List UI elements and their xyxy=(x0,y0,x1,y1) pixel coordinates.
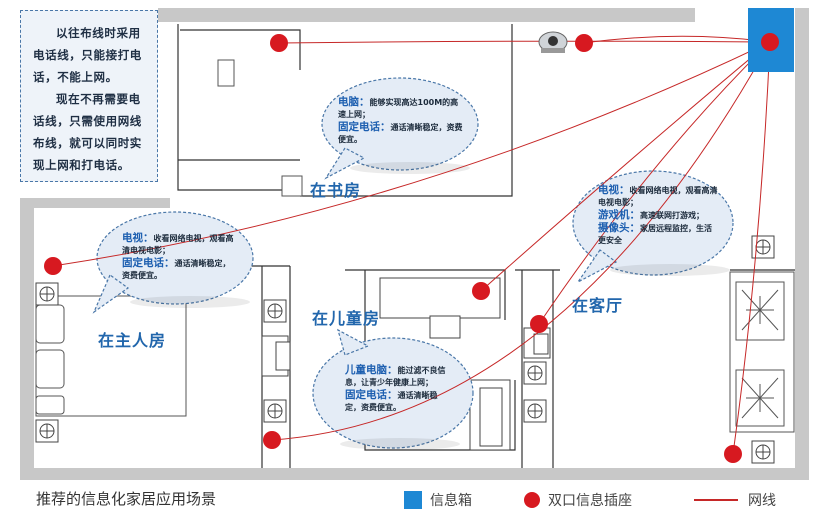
figure-caption: 推荐的信息化家居应用场景 xyxy=(36,490,217,508)
info-note: 以往布线时采用电话线，只能接打电话，不能上网。 现在不再需要电话线，只需使用网线… xyxy=(20,10,158,182)
room-label-child: 在儿童房 xyxy=(312,309,381,328)
keyword: 电视： xyxy=(598,184,630,196)
note-paragraph: 现在不再需要电话线，只需使用网线布线，就可以同时实现上网和打电话。 xyxy=(33,92,142,172)
desc: 收看网络电视，观看高清电视电影； xyxy=(598,186,718,207)
info-socket xyxy=(575,34,593,52)
legend-socket: 双口信息插座 xyxy=(524,488,632,512)
bubble-living xyxy=(572,170,734,276)
keyword: 电脑： xyxy=(338,96,370,108)
bubble-text-child: 儿童电脑：能过滤不良信息，让青少年健康上网； 固定电话：通话清晰稳定，资费便宜。 xyxy=(345,364,451,414)
info-socket xyxy=(44,257,62,275)
bubble-master xyxy=(96,211,254,305)
cable-line xyxy=(538,41,771,325)
desc: 通话清晰稳定，资费便宜。 xyxy=(122,259,231,280)
legend-socket-swatch xyxy=(524,492,540,508)
desc: 通话清晰稳定，资费便宜。 xyxy=(338,123,463,144)
keyword: 固定电话： xyxy=(338,121,391,133)
outlet-icon xyxy=(523,361,547,385)
sofa xyxy=(729,271,795,433)
outlet-icon xyxy=(263,299,287,323)
info-sockets xyxy=(44,33,779,463)
keyword: 游戏机： xyxy=(598,209,640,221)
cable-line xyxy=(52,41,771,267)
desc: 收看网络电视，观看高清电视电影； xyxy=(122,234,234,255)
bubble-text-living: 电视：收看网络电视，观看高清电视电影； 游戏机：高速联网打游戏； 摄像头：家居远… xyxy=(598,184,718,247)
desc: 家居远程监控，生活更安全 xyxy=(598,224,712,245)
keyword: 固定电话： xyxy=(345,389,398,401)
legend-label: 信息箱 xyxy=(430,493,472,509)
desc: 通话清晰稳定，资费便宜。 xyxy=(345,391,438,412)
camera-icon xyxy=(538,31,568,53)
legend-cable-swatch xyxy=(694,499,738,501)
outlet-icon xyxy=(263,399,287,423)
outlet-icon xyxy=(751,440,775,464)
room-label-master: 在主人房 xyxy=(98,331,167,350)
desc: 高速联网打游戏； xyxy=(640,211,704,220)
master-bed xyxy=(35,295,187,417)
room-label-living: 在客厅 xyxy=(572,296,624,315)
keyword: 儿童电脑： xyxy=(345,364,398,376)
desc: 能过滤不良信息，让青少年健康上网； xyxy=(345,366,446,387)
legend-label: 网线 xyxy=(748,493,776,509)
legend-label: 双口信息插座 xyxy=(548,493,632,509)
desc: 能够实现高达100M的高速上网； xyxy=(338,98,459,119)
wall-outlets xyxy=(35,235,775,464)
cable-line xyxy=(278,40,771,44)
keyword: 电视： xyxy=(122,232,154,244)
info-socket xyxy=(761,33,779,51)
outlet-icon xyxy=(523,399,547,423)
cable-line xyxy=(732,41,771,455)
outlet-icon xyxy=(35,282,59,306)
info-socket xyxy=(724,445,742,463)
cable-line xyxy=(480,41,771,292)
keyword: 固定电话： xyxy=(122,257,175,269)
bubble-shadows xyxy=(130,162,730,450)
bubble-study xyxy=(321,77,479,171)
info-socket xyxy=(263,431,281,449)
walls xyxy=(20,8,809,480)
note-paragraph: 以往布线时采用电话线，只能接打电话，不能上网。 xyxy=(33,26,142,84)
info-socket xyxy=(270,34,288,52)
speech-bubbles xyxy=(92,77,734,449)
legend-cable: 网线 xyxy=(694,488,776,512)
room-label-study: 在书房 xyxy=(310,181,362,200)
fixtures xyxy=(261,277,551,451)
bubble-text-study: 电脑：能够实现高达100M的高速上网； 固定电话：通话清晰稳定，资费便宜。 xyxy=(338,96,466,146)
study-desk xyxy=(217,59,303,197)
keyword: 摄像头： xyxy=(598,222,640,234)
outlet-icon xyxy=(35,419,59,443)
legend-info-box: 信息箱 xyxy=(404,488,472,512)
info-socket xyxy=(530,315,548,333)
bubble-text-master: 电视：收看网络电视，观看高清电视电影； 固定电话：通话清晰稳定，资费便宜。 xyxy=(122,232,234,282)
legend-box-swatch xyxy=(404,491,422,509)
outlet-icon xyxy=(751,235,775,259)
info-socket xyxy=(472,282,490,300)
bubble-child xyxy=(312,337,474,449)
